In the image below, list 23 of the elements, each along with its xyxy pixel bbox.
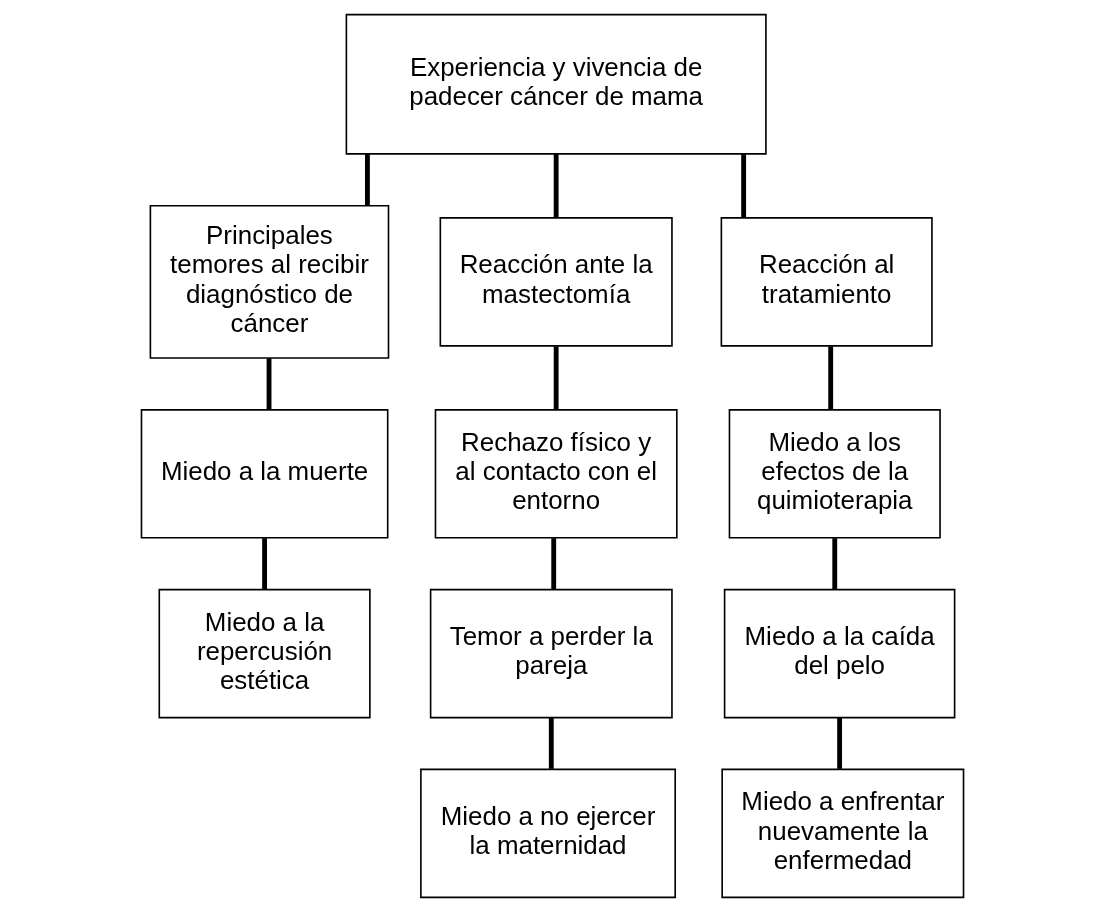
connector — [548, 718, 554, 769]
connector — [365, 153, 370, 206]
connector — [553, 153, 559, 218]
connector — [837, 718, 843, 769]
connector — [262, 538, 267, 590]
node-box: Miedo a la muerte — [140, 409, 389, 539]
node-box: Miedo a los efectos de la quimioterapia — [728, 409, 941, 539]
connector — [551, 538, 557, 590]
connector — [266, 358, 272, 410]
node-box: Rechazo físico y al contacto con el entorno — [434, 409, 678, 539]
node-box: Miedo a enfrentar nuevamente la enfermedad — [721, 768, 965, 899]
connector — [828, 346, 834, 410]
node-box: Temor a perder la pareja — [429, 588, 673, 719]
node-box: Reacción ante la mastectomía — [439, 217, 673, 347]
connector — [553, 346, 559, 410]
node-box: Reacción al tratamiento — [720, 217, 933, 347]
node-box: Experiencia y vivencia de padecer cáncer de mama — [345, 13, 767, 155]
node-box: Principales temores al recibir diagnóstico de cáncer — [149, 204, 390, 359]
node-box: Miedo a no ejercer la maternidad — [420, 768, 676, 899]
node-box: Miedo a la caída del pelo — [723, 588, 956, 719]
connector — [832, 538, 838, 590]
connector — [741, 153, 747, 218]
node-box: Miedo a la repercusión estética — [158, 588, 371, 719]
